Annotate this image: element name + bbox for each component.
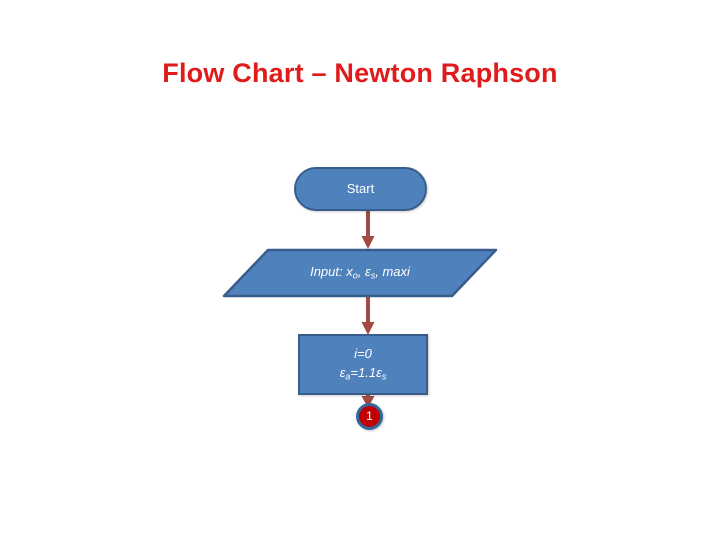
node-init[interactable]: i=0 εa=1.1εs: [298, 334, 428, 395]
node-init-mid: =1.1: [350, 365, 377, 381]
parallelogram-shape: [222, 248, 498, 298]
node-input[interactable]: Input: xo, εs, maxi: [222, 248, 498, 298]
node-start[interactable]: Start: [294, 167, 427, 211]
node-input-var3: maxi: [382, 264, 410, 280]
node-init-var1: ε: [339, 365, 346, 381]
node-input-var1: x: [346, 264, 353, 280]
edge-start-to-input: [359, 210, 377, 250]
node-input-var2: ε: [364, 264, 371, 280]
node-init-line1: i=0: [354, 346, 372, 362]
node-connector-1-label: 1: [366, 409, 373, 423]
node-input-label: Input: xo, εs, maxi: [310, 263, 410, 283]
node-init-var2: ε: [376, 365, 382, 381]
node-connector-1[interactable]: 1: [356, 403, 383, 430]
node-init-line2: εa=1.1εs: [340, 364, 387, 384]
node-input-var1-sub: o: [352, 270, 358, 281]
edge-input-to-init: [359, 296, 377, 336]
node-init-var2-sub: s: [381, 371, 387, 382]
page-title: Flow Chart – Newton Raphson: [162, 58, 558, 88]
node-input-sep1: ,: [357, 264, 365, 280]
node-input-sep2: ,: [375, 264, 383, 280]
node-start-label: Start: [346, 180, 375, 196]
node-input-var2-sub: s: [370, 270, 376, 281]
node-input-prefix: Input:: [310, 264, 347, 280]
node-init-var1-sub: a: [345, 371, 351, 382]
